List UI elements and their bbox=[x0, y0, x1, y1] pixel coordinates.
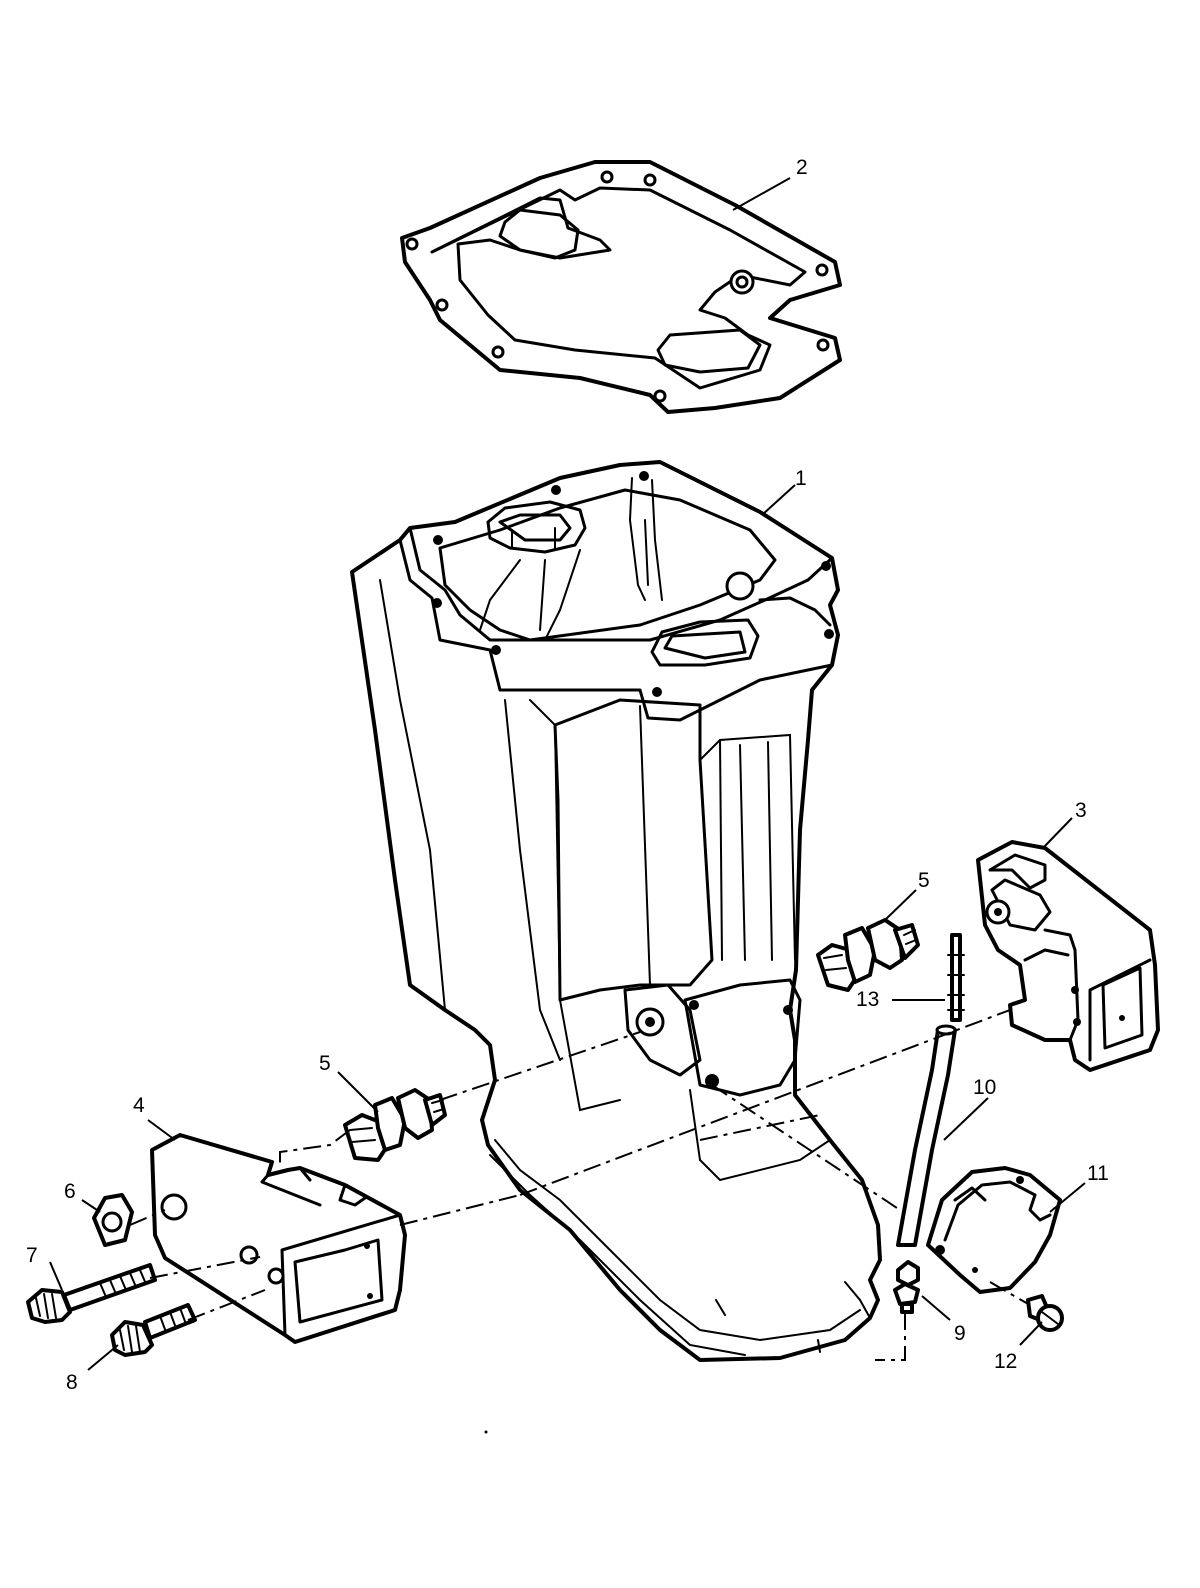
hose bbox=[896, 1024, 957, 1247]
callout-2: 2 bbox=[796, 156, 808, 179]
callout-5-upper: 5 bbox=[918, 869, 930, 892]
gasket bbox=[400, 160, 842, 414]
fitting bbox=[893, 1260, 920, 1314]
callout-11: 11 bbox=[1087, 1162, 1109, 1185]
callout-12: 12 bbox=[994, 1350, 1017, 1373]
callout-1: 1 bbox=[795, 467, 807, 490]
callout-labels: 1 2 3 4 5 5 6 7 8 9 10 11 12 13 bbox=[26, 156, 1109, 1394]
callout-4: 4 bbox=[133, 1094, 145, 1117]
short-screw bbox=[110, 1303, 197, 1357]
long-screw bbox=[26, 1263, 157, 1324]
assembly-lines bbox=[129, 1009, 1031, 1361]
cover-screw bbox=[1026, 1294, 1064, 1332]
callout-9: 9 bbox=[954, 1322, 966, 1345]
rubber-mount-lower bbox=[343, 1088, 447, 1162]
stray-dot bbox=[484, 1430, 488, 1434]
callout-10: 10 bbox=[973, 1076, 996, 1099]
drive-shaft-housing bbox=[350, 460, 882, 1362]
callout-7: 7 bbox=[26, 1244, 38, 1267]
leader-lines bbox=[49, 177, 1086, 1371]
callout-6: 6 bbox=[64, 1180, 76, 1203]
rear-mount-bracket bbox=[976, 840, 1160, 1072]
callout-8: 8 bbox=[66, 1371, 78, 1394]
nut bbox=[92, 1193, 134, 1247]
cover-plate bbox=[926, 1166, 1062, 1294]
callout-13: 13 bbox=[856, 988, 879, 1011]
callout-5-lower: 5 bbox=[319, 1052, 331, 1075]
rubber-mount-upper bbox=[816, 918, 920, 992]
callout-3: 3 bbox=[1075, 799, 1087, 822]
hose-fitting bbox=[947, 933, 965, 1022]
